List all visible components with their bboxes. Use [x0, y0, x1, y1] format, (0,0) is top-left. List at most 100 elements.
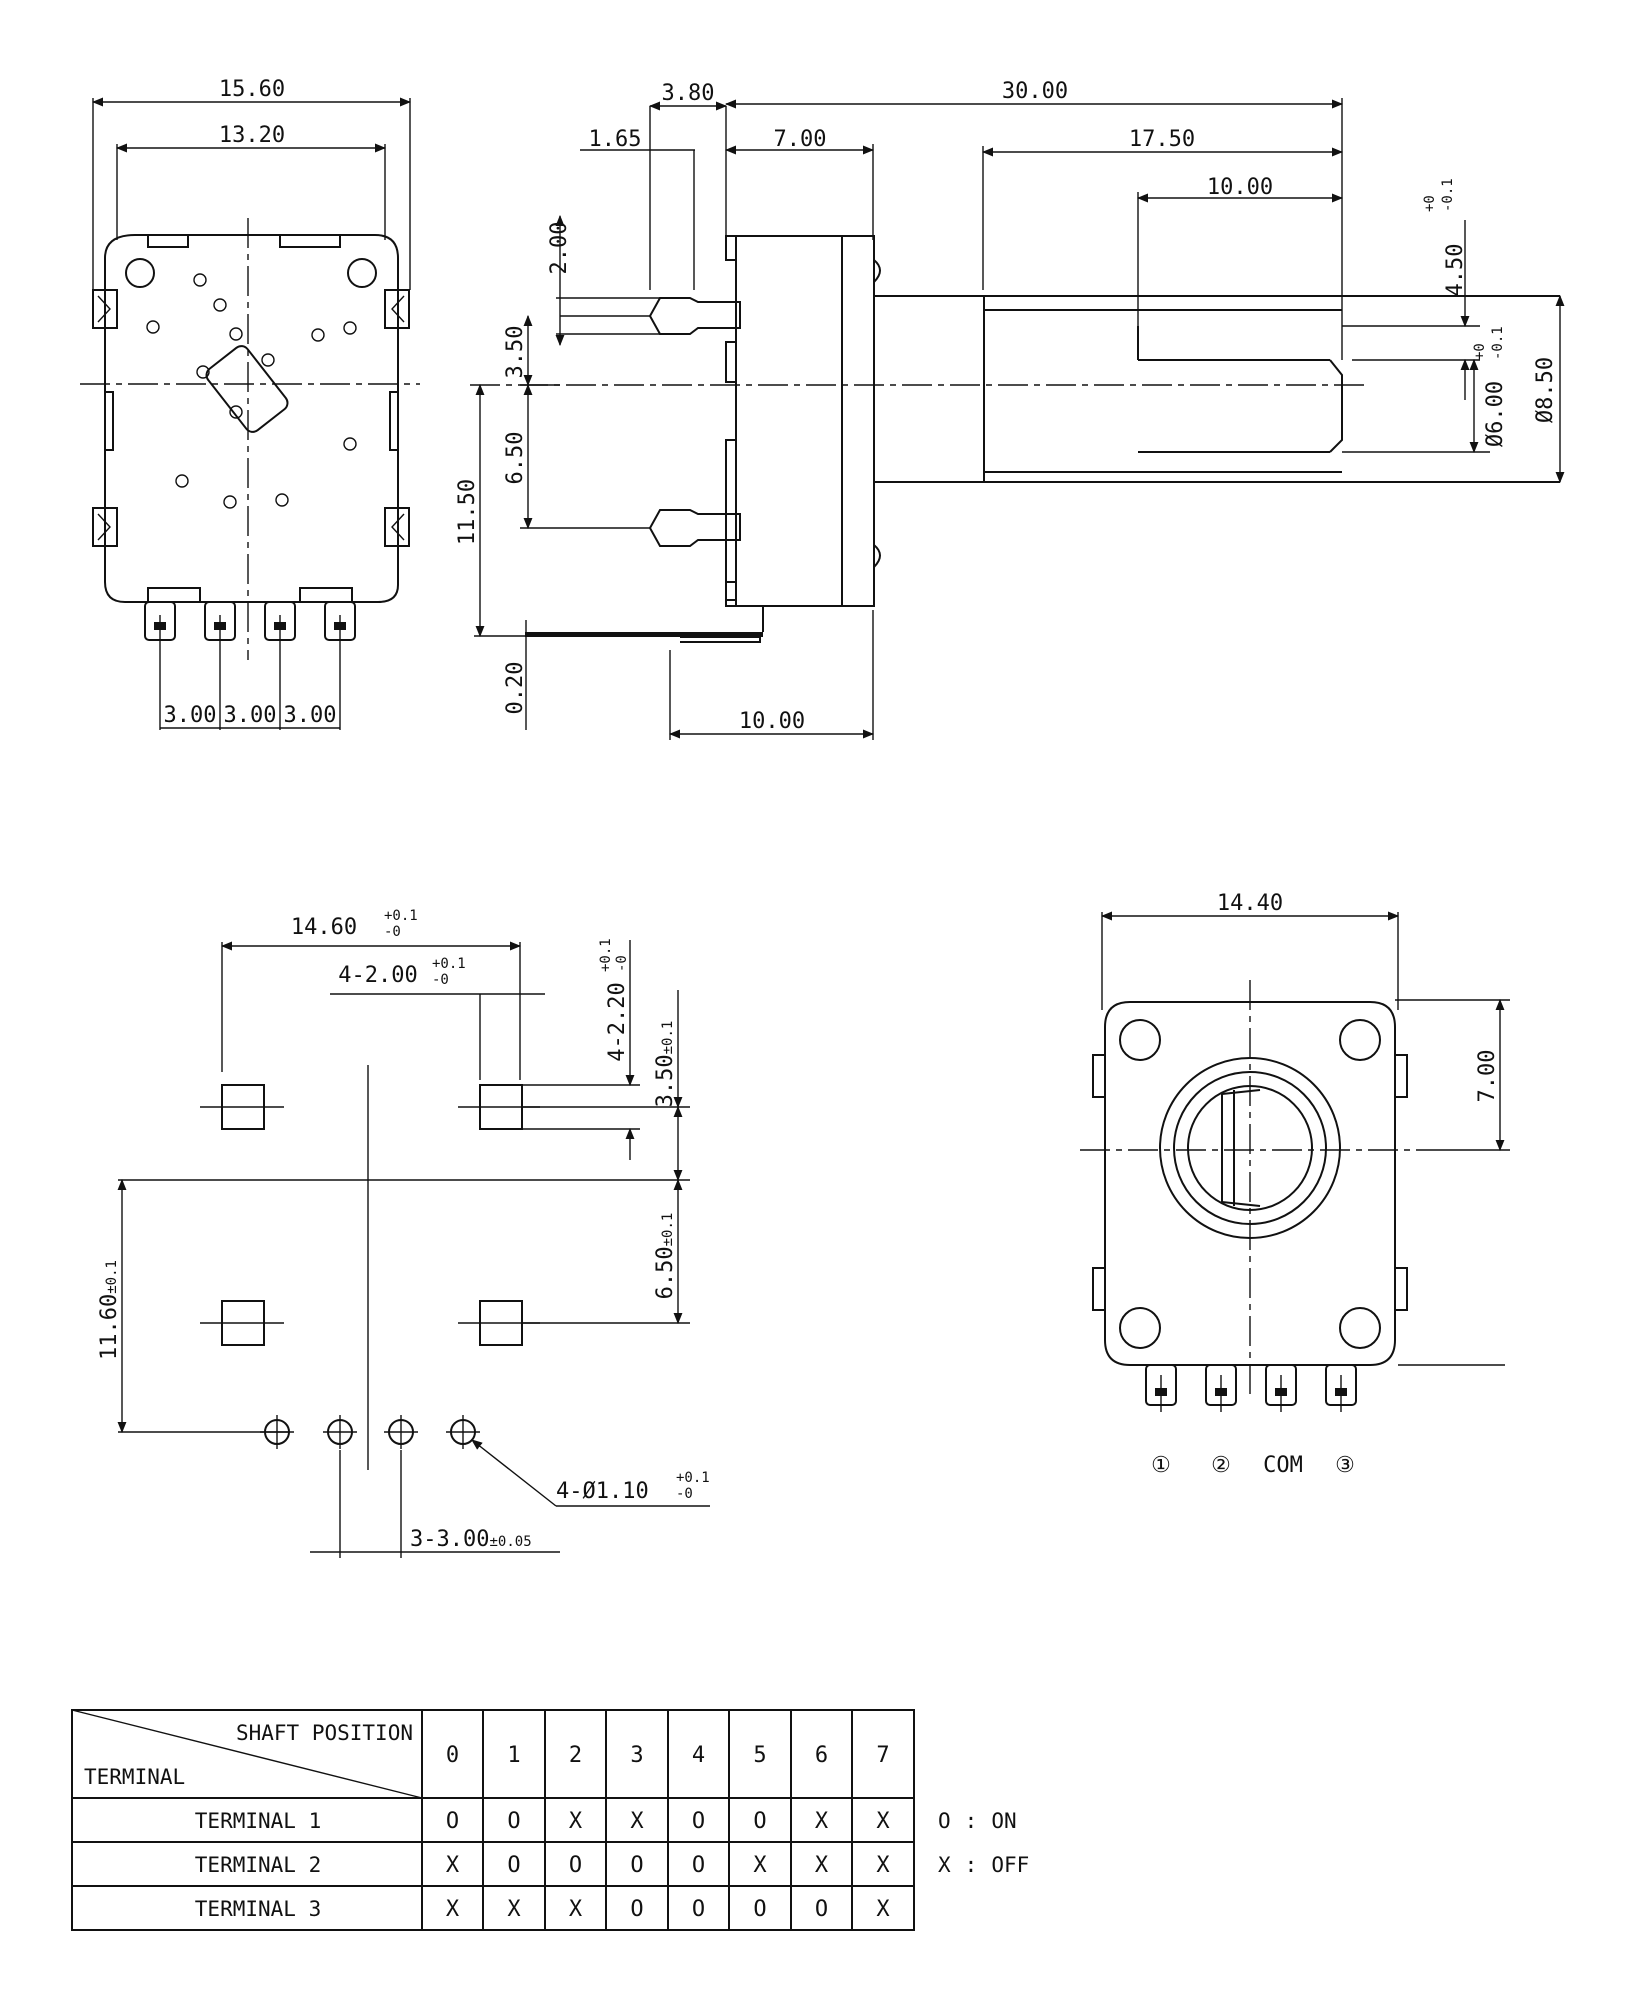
terminal-3-state-2: X — [569, 1897, 583, 1922]
dim-front-pitch-1: 3.00 — [164, 703, 217, 728]
terminal-2-state-1: O — [507, 1853, 520, 1878]
dim-side-1000-bottom: 10.00 — [739, 709, 805, 734]
dim-rear-1440: 14.40 — [1217, 891, 1283, 916]
terminal-3-state-6: O — [815, 1897, 828, 1922]
terminal-2-state-5: X — [753, 1853, 767, 1878]
terminal-3-state-7: X — [876, 1897, 890, 1922]
table-header-shaft: SHAFT POSITION — [236, 1721, 413, 1745]
legend-on-meaning: ON — [991, 1809, 1016, 1833]
legend-off: X: OFF — [938, 1853, 1029, 1877]
shaft-position-2: 2 — [569, 1743, 582, 1768]
dim-side-380: 3.80 — [662, 81, 715, 106]
rear-view: 14.40 7.00 — [1080, 891, 1510, 1478]
dim-rear-700: 7.00 — [1475, 1050, 1500, 1103]
front-view: 15.60 13.20 — [80, 77, 420, 730]
terminal-2-state-0: X — [446, 1853, 460, 1878]
dim-side-450-base: 4.50 — [1443, 244, 1468, 297]
dim-pcb-1160-base: 11.60 — [97, 1294, 122, 1360]
dim-side-450-tol-dn: -0.1 — [1440, 178, 1456, 212]
dim-side-450: 4.50 — [1443, 244, 1468, 297]
terminal-1-state-4: O — [692, 1809, 705, 1834]
terminal-1-state-6: X — [815, 1809, 829, 1834]
dim-pcb-650-base: 6.50 — [653, 1246, 678, 1299]
table-row-label-3: TERMINAL 3 — [195, 1897, 321, 1921]
shaft-position-4: 4 — [692, 1743, 705, 1768]
shaft-position-6: 6 — [815, 1743, 828, 1768]
terminal-3-state-1: X — [507, 1897, 521, 1922]
terminal-2-state-3: O — [630, 1853, 643, 1878]
dim-side-600-tol-dn: -0.1 — [1490, 326, 1506, 360]
terminal-2-state-7: X — [876, 1853, 890, 1878]
dim-pcb-350-tol: ±0.1 — [660, 1021, 676, 1055]
dim-side-650: 6.50 — [503, 432, 528, 485]
rear-pin-label-1: ① — [1151, 1453, 1171, 1478]
dim-side-1150: 11.50 — [455, 479, 480, 545]
terminal-1-state-1: O — [507, 1809, 520, 1834]
shaft-position-1: 1 — [507, 1743, 520, 1768]
dim-pcb-pitch-tol: ±0.05 — [489, 1534, 531, 1550]
table-row-label-1: TERMINAL 1 — [195, 1809, 321, 1833]
legend-on: O: ON — [938, 1809, 1017, 1833]
table-row-label-2: TERMINAL 2 — [195, 1853, 321, 1877]
shaft-position-7: 7 — [876, 1743, 889, 1768]
dim-pcb-4220-tol-up: +0.1 — [598, 938, 614, 972]
dim-pcb-hole-tol-up: +0.1 — [676, 1470, 710, 1486]
shaft-position-3: 3 — [630, 1743, 643, 1768]
terminal-1-state-0: O — [446, 1809, 459, 1834]
table-legend: O: ON X: OFF — [938, 1809, 1029, 1877]
terminal-3-state-5: O — [753, 1897, 766, 1922]
rear-pin-label-3: ③ — [1335, 1453, 1355, 1478]
dim-pcb-4200-tol-dn: -0 — [432, 972, 449, 988]
terminal-1-state-3: X — [630, 1809, 644, 1834]
dim-pcb-1460-base: 14.60 — [291, 915, 357, 940]
dim-side-3000: 30.00 — [1002, 79, 1068, 104]
dim-front-pitch-2: 3.00 — [224, 703, 277, 728]
dim-pcb-pitch: 3-3.00±0.05 — [410, 1527, 532, 1552]
dim-side-350: 3.50 — [503, 326, 528, 379]
legend-on-sep: : — [965, 1809, 978, 1833]
dim-pcb-1460-tol-dn: -0 — [384, 924, 401, 940]
dim-pcb-650: 6.50±0.1 — [653, 1213, 678, 1300]
dim-front-width-inner: 13.20 — [219, 123, 285, 148]
dim-pcb-hole-base: 4-Ø1.10 — [556, 1479, 649, 1504]
dim-side-450-tol-up: +0 — [1422, 195, 1438, 212]
dim-front-width-outer: 15.60 — [219, 77, 285, 102]
pcb-layout-view: 14.60 +0.1 -0 4-2.00 +0.1 -0 4-2.20 +0.1… — [97, 908, 710, 1558]
dim-pcb-4220-tol-dn: -0 — [614, 955, 630, 972]
dim-pcb-hole-tol-dn: -0 — [676, 1486, 693, 1502]
table-header-terminal: TERMINAL — [84, 1765, 185, 1789]
terminal-2-state-6: X — [815, 1853, 829, 1878]
dim-pcb-350: 3.50±0.1 — [653, 1021, 678, 1108]
dim-pcb-pitch-base: 3-3.00 — [410, 1527, 489, 1552]
terminal-2-state-4: O — [692, 1853, 705, 1878]
terminal-3-state-0: X — [446, 1897, 460, 1922]
legend-on-symbol: O — [938, 1809, 951, 1833]
terminal-3-state-4: O — [692, 1897, 705, 1922]
dim-pcb-1160: 11.60±0.1 — [97, 1260, 122, 1360]
dim-pcb-1460-tol-up: +0.1 — [384, 908, 418, 924]
terminal-3-state-3: O — [630, 1897, 643, 1922]
rear-pin-label-com: COM — [1263, 1453, 1303, 1478]
dim-side-600-tol-up: +0 — [1472, 343, 1488, 360]
legend-off-sep: : — [965, 1853, 978, 1877]
legend-off-symbol: X — [938, 1853, 951, 1877]
dim-side-1750: 17.50 — [1129, 127, 1195, 152]
dim-side-600-base: Ø6.00 — [1483, 381, 1508, 447]
dim-side-165: 1.65 — [589, 127, 642, 152]
terminal-1-state-2: X — [569, 1809, 583, 1834]
terminal-1-state-7: X — [876, 1809, 890, 1834]
dim-pcb-1160-tol: ±0.1 — [104, 1260, 120, 1294]
dim-side-700: 7.00 — [774, 127, 827, 152]
dim-pcb-4220-base: 4-2.20 — [605, 982, 630, 1061]
rear-pin-label-2: ② — [1211, 1453, 1231, 1478]
dim-side-1000-top: 10.00 — [1207, 175, 1273, 200]
dim-pcb-4200-base: 4-2.00 — [338, 963, 417, 988]
dim-side-850: Ø8.50 — [1533, 357, 1558, 423]
dim-pcb-4200-tol-up: +0.1 — [432, 956, 466, 972]
dim-side-020: 0.20 — [503, 662, 528, 715]
dim-front-pitch-3: 3.00 — [284, 703, 337, 728]
dim-pcb-350-base: 3.50 — [653, 1054, 678, 1107]
legend-off-meaning: OFF — [991, 1853, 1029, 1877]
terminal-2-state-2: O — [569, 1853, 582, 1878]
